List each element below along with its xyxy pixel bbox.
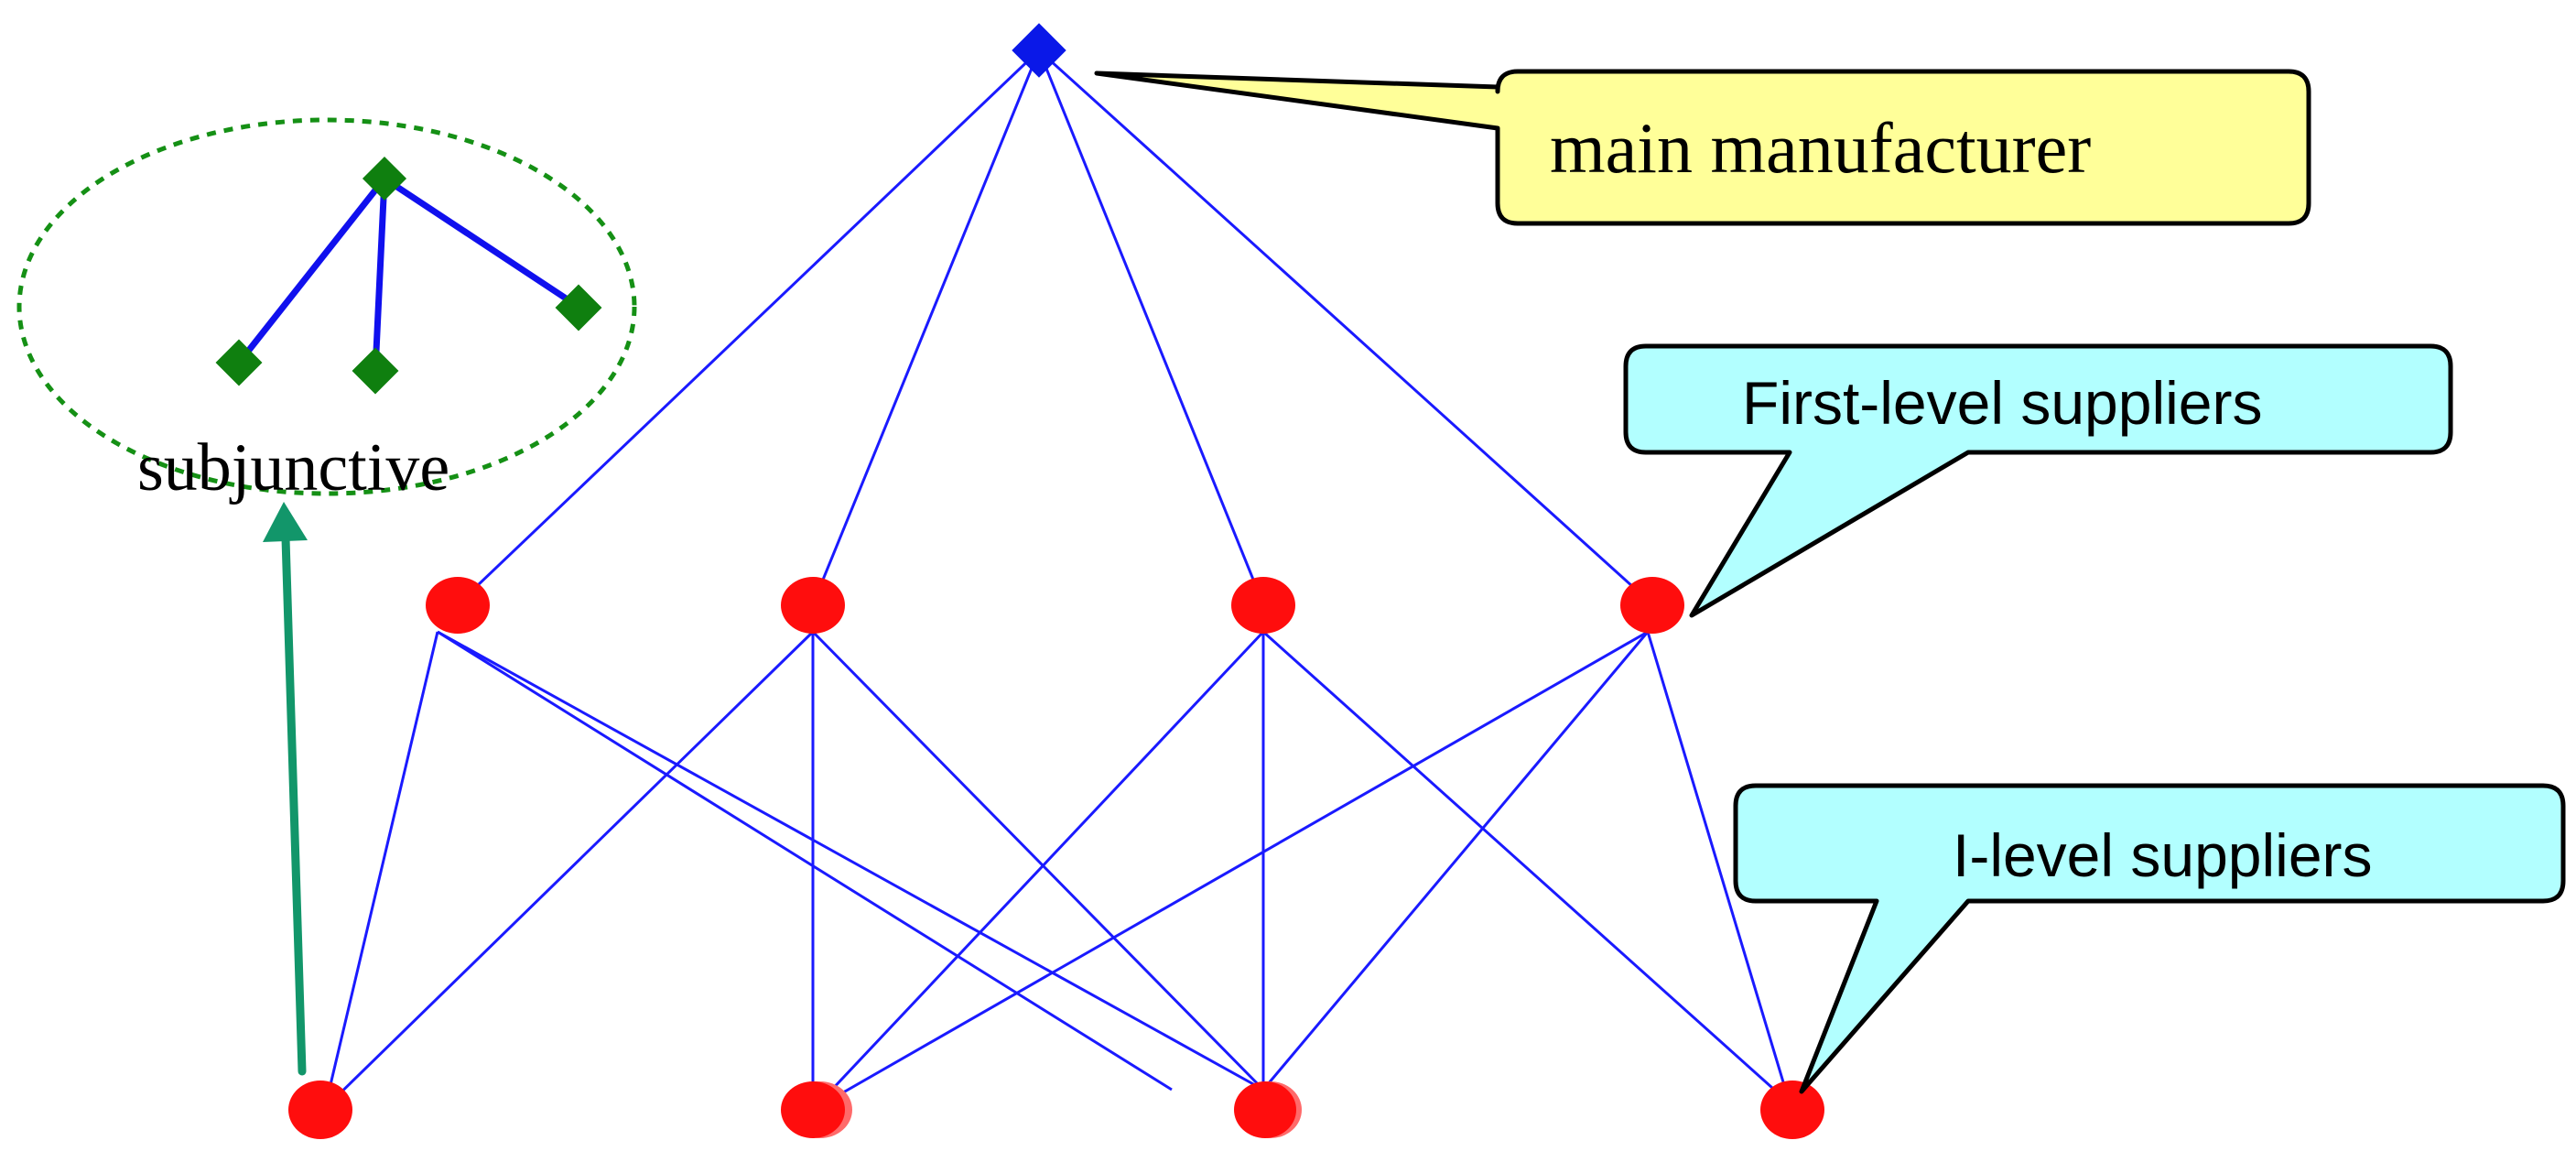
edge-first1-ilevel3 xyxy=(437,630,1264,1091)
first-level-node-1 xyxy=(426,577,490,634)
edge-first1-ilevel1 xyxy=(323,631,439,1109)
first-level-label: First-level suppliers xyxy=(1742,369,2262,437)
first-level-node-4 xyxy=(1620,577,1684,634)
first-level-node-3 xyxy=(1231,577,1295,634)
edge-root-first-4 xyxy=(1037,49,1654,606)
subjunctive-label: subjunctive xyxy=(137,430,449,505)
sub-edge-3 xyxy=(381,175,582,310)
subjunctive-ellipse xyxy=(16,117,637,496)
i-level-node-4 xyxy=(1760,1081,1824,1139)
main-manufacturer-node xyxy=(1012,23,1066,78)
first-level-callout-bubble xyxy=(1623,343,2453,618)
i-level-nodes xyxy=(288,1081,1824,1139)
edge-first4-ilevel4 xyxy=(1646,631,1791,1104)
sub-node-middle xyxy=(352,347,399,395)
main-manufacturer-label: main manufacturer xyxy=(1550,108,2091,188)
arrow-head xyxy=(263,502,308,542)
edge-first2-ilevel1 xyxy=(323,630,815,1110)
edge-first3-ilevel4 xyxy=(1261,630,1791,1105)
i-level-node-1 xyxy=(288,1081,352,1139)
i-level-node-3 xyxy=(1234,1081,1296,1138)
edge-first2-ilevel3 xyxy=(811,630,1265,1091)
edge-first3-ilevel2 xyxy=(811,630,1265,1112)
sub-node-right xyxy=(555,284,602,331)
first-level-nodes xyxy=(426,577,1684,634)
sub-edge-1 xyxy=(236,175,388,365)
first-level-callout: First-level suppliers xyxy=(1623,343,2453,618)
edge-root-first-1 xyxy=(456,49,1041,606)
supplier-edges xyxy=(323,630,1791,1112)
first-level-node-2 xyxy=(781,577,845,634)
i-level-callout: I-level suppliers xyxy=(1733,783,2566,1094)
main-callout-bubble xyxy=(1094,69,2311,226)
edge-first1-ilevel4 xyxy=(437,630,1173,1091)
i-level-label: I-level suppliers xyxy=(1953,821,2373,889)
subjunctive-group: subjunctive xyxy=(16,117,637,505)
edge-root-first-2 xyxy=(811,49,1041,605)
subjunctive-arrow xyxy=(263,502,308,1076)
sub-node-top xyxy=(362,156,407,201)
edge-root-first-3 xyxy=(1037,49,1265,605)
arrow-shaft xyxy=(281,534,307,1076)
i-level-node-2 xyxy=(781,1081,845,1138)
root-edges xyxy=(456,49,1654,606)
edge-first4-ilevel3 xyxy=(1261,631,1650,1091)
sub-edge-2 xyxy=(372,175,388,375)
i-level-callout-bubble xyxy=(1733,783,2566,1094)
main-manufacturer-callout: main manufacturer xyxy=(1094,69,2311,226)
edge-first4-ilevel2 xyxy=(812,630,1649,1112)
